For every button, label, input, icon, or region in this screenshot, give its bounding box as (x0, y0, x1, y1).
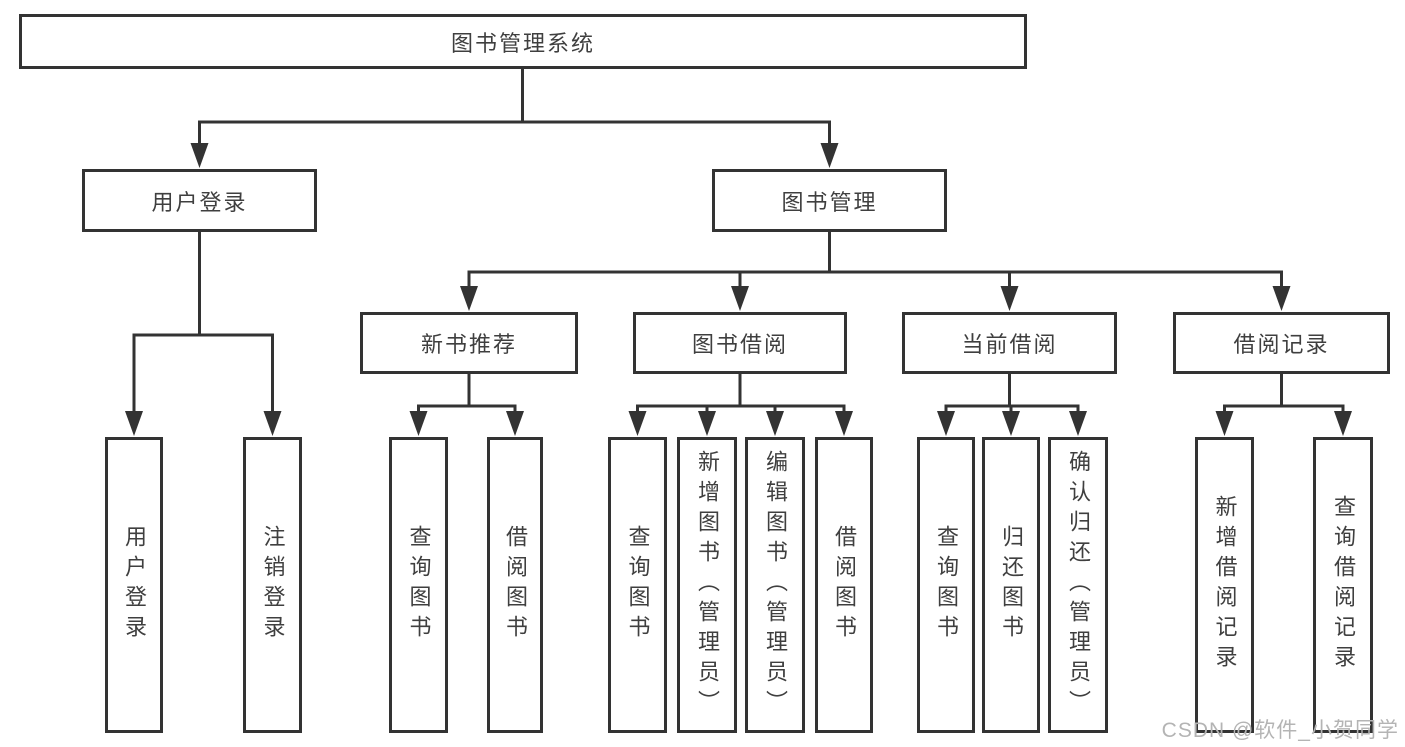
connector-borrow-records-to-leaves (1215, 372, 1352, 436)
connector-book-mgmt-to-level3 (460, 230, 1291, 311)
leaf-user-login-label: 用户登录 (122, 525, 147, 645)
connector-new-book-rec-to-leaves (409, 372, 524, 436)
leaf-cb-return-books-label: 归还图书 (999, 525, 1024, 645)
leaf-rec-borrow-books: 借阅图书 (487, 437, 543, 733)
leaf-cb-confirm-return: 确认归还（管理员） (1048, 437, 1108, 733)
node-borrow-records: 借阅记录 (1173, 312, 1390, 374)
node-book-borrow-label: 图书借阅 (691, 332, 788, 357)
leaf-logout-login: 注销登录 (243, 437, 302, 733)
leaf-br-query-record: 查询借阅记录 (1313, 437, 1373, 733)
leaf-bb-add-books: 新增图书（管理员） (677, 437, 737, 733)
leaf-br-add-record-label: 新增借阅记录 (1212, 495, 1238, 675)
csdn-watermark: CSDN @软件_小贺同学 (1161, 719, 1399, 742)
node-new-book-rec-label: 新书推荐 (420, 332, 517, 357)
leaf-bb-borrow-books-label: 借阅图书 (832, 525, 857, 645)
connector-current-borrow-to-leaves (937, 372, 1087, 436)
node-user-login-label: 用户登录 (151, 189, 248, 215)
node-root: 图书管理系统 (19, 14, 1027, 69)
leaf-bb-edit-books: 编辑图书（管理员） (745, 437, 805, 733)
node-current-borrow: 当前借阅 (902, 312, 1117, 374)
leaf-cb-query-books-label: 查询图书 (934, 525, 959, 645)
leaf-rec-borrow-books-label: 借阅图书 (503, 525, 528, 645)
node-user-login: 用户登录 (82, 169, 317, 232)
node-new-book-rec: 新书推荐 (360, 312, 578, 374)
leaf-br-add-record: 新增借阅记录 (1195, 437, 1254, 733)
leaf-bb-borrow-books: 借阅图书 (815, 437, 873, 733)
leaf-bb-edit-books-label: 编辑图书（管理员） (763, 450, 788, 720)
connector-book-borrow-to-leaves (628, 372, 853, 436)
connector-user-login-to-leaves (125, 230, 282, 436)
leaf-cb-confirm-return-label: 确认归还（管理员） (1066, 450, 1091, 720)
leaf-cb-return-books: 归还图书 (982, 437, 1040, 733)
connector-root-to-level2 (190, 67, 839, 168)
leaf-logout-login-label: 注销登录 (260, 525, 286, 645)
leaf-cb-query-books: 查询图书 (917, 437, 975, 733)
leaf-br-query-record-label: 查询借阅记录 (1331, 495, 1356, 675)
leaf-bb-query-books: 查询图书 (608, 437, 667, 733)
leaf-rec-query-books-label: 查询图书 (406, 525, 432, 645)
leaf-user-login: 用户登录 (105, 437, 163, 733)
node-book-mgmt: 图书管理 (712, 169, 947, 232)
leaf-rec-query-books: 查询图书 (389, 437, 448, 733)
node-book-mgmt-label: 图书管理 (781, 189, 878, 215)
node-root-label: 图书管理系统 (450, 30, 595, 56)
node-borrow-records-label: 借阅记录 (1233, 332, 1330, 357)
node-current-borrow-label: 当前借阅 (961, 332, 1058, 357)
node-book-borrow: 图书借阅 (633, 312, 847, 374)
leaf-bb-query-books-label: 查询图书 (625, 525, 651, 645)
leaf-bb-add-books-label: 新增图书（管理员） (695, 450, 720, 720)
